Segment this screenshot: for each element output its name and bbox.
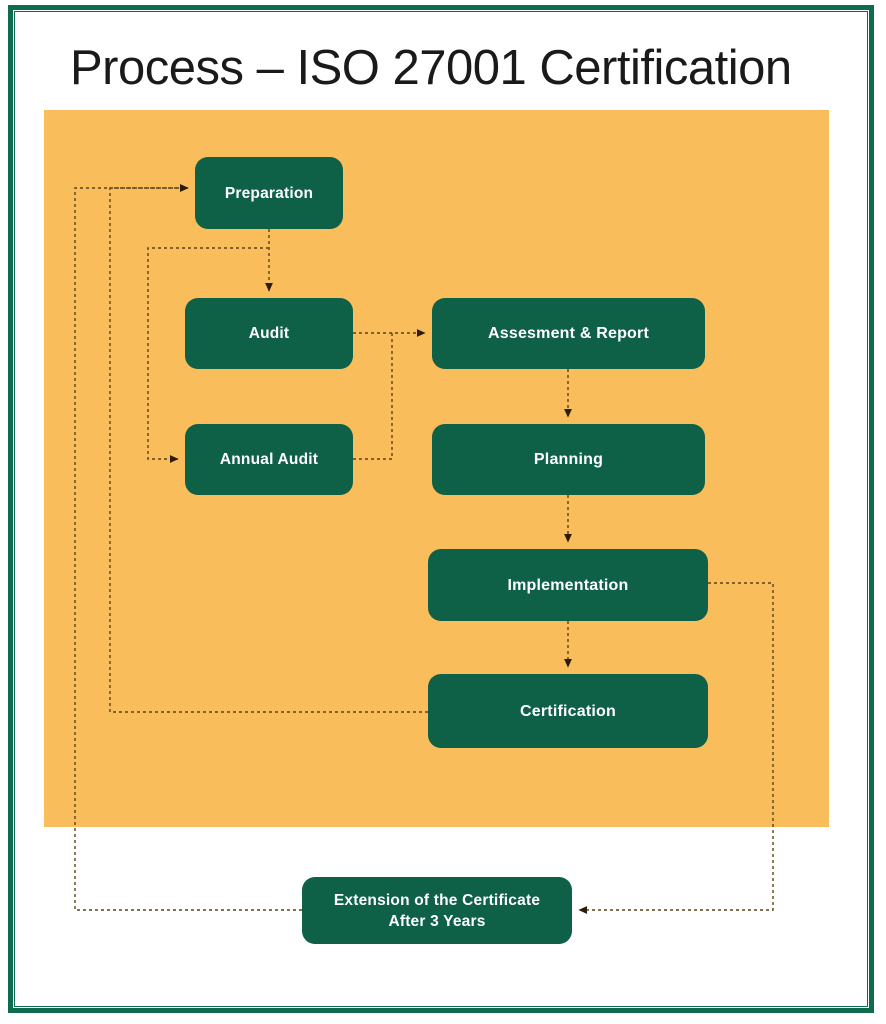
edge-preparation-to-annual-audit: [147, 247, 269, 463]
edge-extension-to-preparation: [74, 184, 302, 911]
node-certification[interactable]: Certification: [428, 674, 708, 748]
node-extension-of-the-certificate-label: Extension of the Certificate After 3 Yea…: [324, 890, 550, 932]
node-annual-audit-label: Annual Audit: [219, 451, 319, 468]
node-audit[interactable]: Audit: [185, 298, 353, 369]
node-implementation-label: Implementation: [507, 576, 629, 594]
node-annual-audit[interactable]: Annual Audit: [185, 424, 353, 495]
node-extension-label-line1: Extension of the Certificate: [333, 891, 541, 909]
node-planning[interactable]: Planning: [432, 424, 705, 495]
node-preparation[interactable]: Preparation: [195, 157, 343, 229]
node-extension-of-the-certificate[interactable]: Extension of the Certificate After 3 Yea…: [302, 877, 572, 944]
node-assessment-and-report[interactable]: Assesment & Report: [432, 298, 705, 369]
node-planning-label: Planning: [533, 451, 604, 468]
node-extension-label-line2: After 3 Years: [388, 912, 486, 930]
node-audit-label: Audit: [248, 325, 290, 342]
page-title: Process – ISO 27001 Certification: [70, 41, 792, 95]
node-preparation-label: Preparation: [224, 184, 314, 202]
edge-implementation-to-extension: [578, 582, 774, 914]
node-implementation[interactable]: Implementation: [428, 549, 708, 621]
edge-certification-to-preparation: [109, 184, 428, 713]
edge-annual-audit-to-assessment: [353, 333, 393, 460]
node-assessment-and-report-label: Assesment & Report: [488, 325, 649, 342]
node-certification-label: Certification: [520, 702, 616, 720]
